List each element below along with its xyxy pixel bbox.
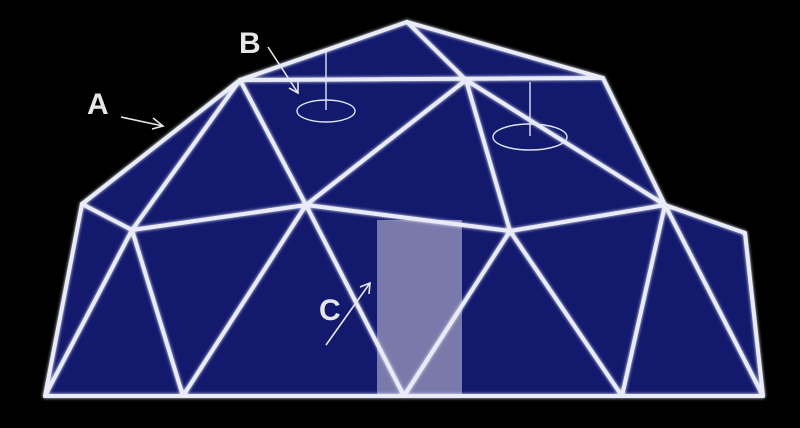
- strut: [743, 231, 765, 398]
- strut: [405, 20, 468, 82]
- label-b: B: [239, 27, 261, 60]
- ceiling-light-right: [492, 82, 568, 151]
- callout-arrow-c: [325, 281, 371, 346]
- strut: [405, 20, 605, 80]
- strut: [238, 76, 605, 82]
- strut: [663, 203, 765, 398]
- ceiling-light-left: [296, 52, 356, 123]
- strut: [80, 202, 134, 232]
- callout-arrow-a: [120, 116, 165, 130]
- light-shade: [296, 99, 356, 123]
- dome-body: [45, 22, 763, 396]
- strut: [620, 203, 667, 398]
- strut: [601, 76, 667, 207]
- strut: [43, 228, 134, 398]
- strut: [43, 202, 84, 398]
- strut: [130, 228, 185, 398]
- strut: [238, 20, 409, 82]
- callout-arrow-b: [267, 46, 299, 95]
- strut: [304, 78, 468, 207]
- strut: [464, 78, 667, 207]
- strut: [402, 229, 512, 398]
- strut: [181, 203, 308, 398]
- strut: [130, 78, 242, 232]
- strut: [663, 203, 747, 235]
- strut: [80, 78, 242, 206]
- dome-frame: [43, 20, 765, 398]
- strut: [130, 203, 308, 232]
- strut: [508, 203, 667, 233]
- strut: [238, 78, 308, 207]
- label-c: C: [319, 294, 341, 327]
- strut: [464, 78, 512, 233]
- strut: [304, 203, 406, 398]
- light-shade: [492, 123, 568, 151]
- label-a: A: [87, 88, 109, 121]
- strut: [508, 229, 624, 398]
- strut: [304, 203, 512, 233]
